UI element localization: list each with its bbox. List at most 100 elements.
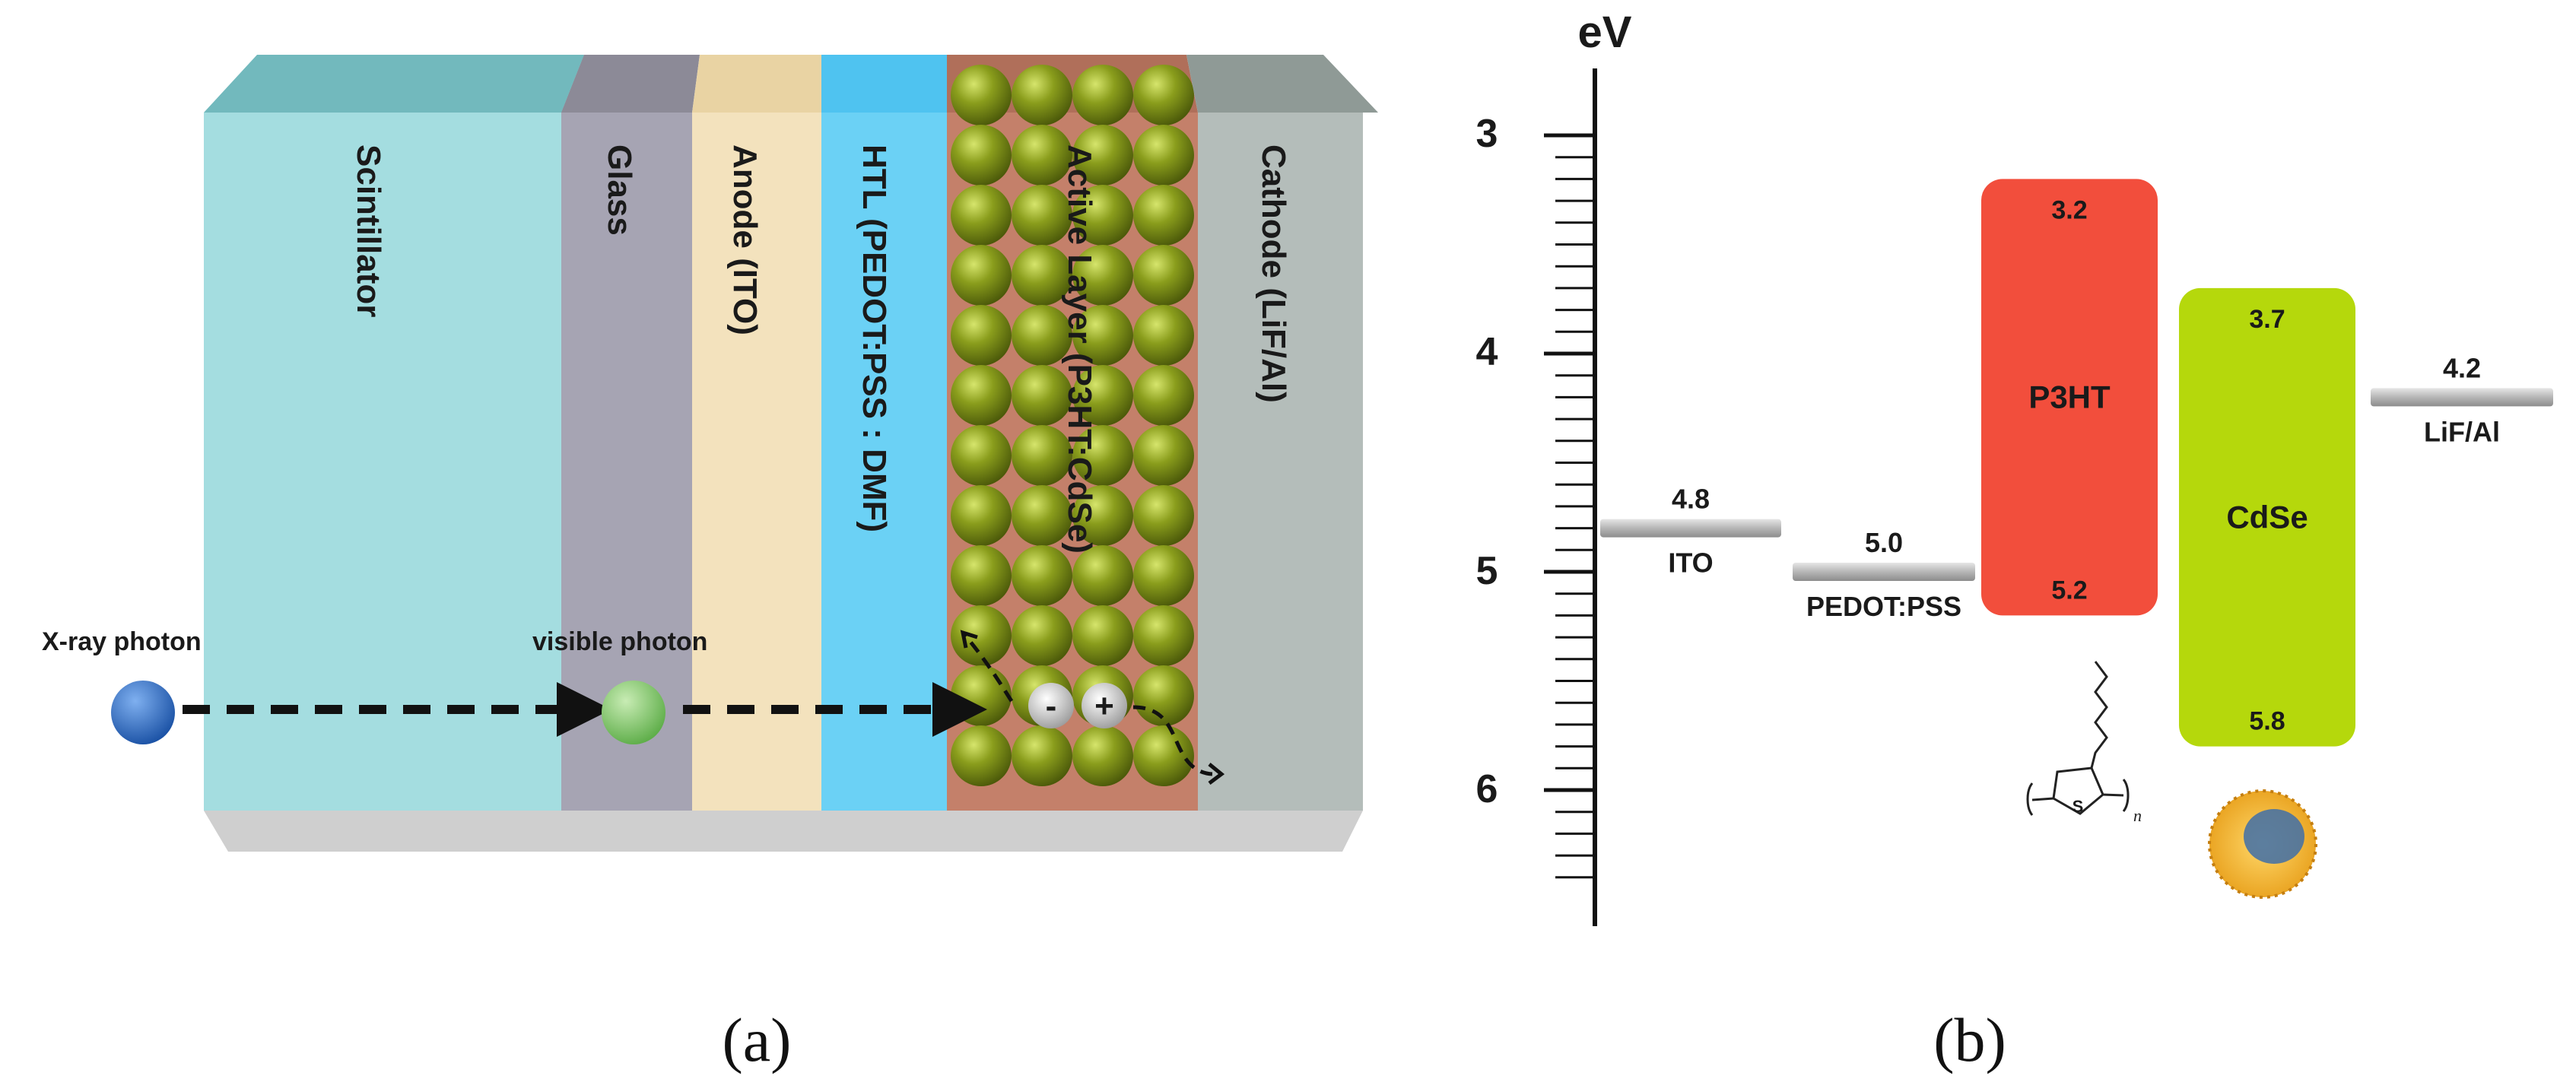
nanoparticle-sphere xyxy=(1133,725,1194,786)
nanoparticle-sphere xyxy=(1133,365,1194,426)
p3ht-band xyxy=(1981,179,2158,616)
nanoparticle-sphere xyxy=(1133,665,1194,726)
lif-level-bar xyxy=(2371,388,2553,407)
nanoparticle-sphere xyxy=(1072,605,1133,666)
pedot-level-value: 5.0 xyxy=(1865,527,1903,558)
layer-cathode xyxy=(1186,55,1378,811)
nanoparticle-sphere xyxy=(1133,605,1194,666)
nanoparticle-sphere xyxy=(1012,605,1072,666)
device-base-shadow xyxy=(204,811,1363,852)
nanoparticle-sphere xyxy=(1072,305,1133,366)
axis-tick-label-5: 5 xyxy=(1476,549,1498,593)
lif-level-name: LiF/Al xyxy=(2424,416,2500,447)
nanoparticle-sphere xyxy=(951,665,1012,726)
nanoparticle-sphere xyxy=(951,725,1012,786)
nanoparticle-sphere xyxy=(1072,545,1133,606)
nanoparticle-sphere xyxy=(951,125,1012,186)
cdse-lumo-value: 3.7 xyxy=(2249,305,2285,334)
axis-unit-label: eV xyxy=(1578,8,1632,57)
p3ht-structure-subscript: n xyxy=(2133,806,2142,825)
cdse-band xyxy=(2179,287,2355,747)
nanoparticle-sphere xyxy=(1072,65,1133,125)
ito-level-name: ITO xyxy=(1668,547,1713,579)
cdse-name: CdSe xyxy=(2226,499,2308,535)
nanoparticle-sphere xyxy=(1072,485,1133,546)
electron-charge-sign: - xyxy=(1046,687,1057,725)
nanoparticle-sphere xyxy=(1072,185,1133,246)
nanoparticle-sphere xyxy=(1012,725,1072,786)
layer-label-cathode: Cathode (LiF/Al) xyxy=(1255,144,1292,403)
nanoparticle-sphere xyxy=(1012,485,1072,546)
nanoparticle-sphere xyxy=(1133,245,1194,306)
energy-level-diagram: eV 3 4 5 6 4.8 ITO 5.0 PEDOT:PSS 4.2 LiF… xyxy=(1476,8,2553,1074)
axis-ticks xyxy=(1544,133,1595,879)
p3ht-lumo-value: 3.2 xyxy=(2051,195,2087,224)
hole-charge xyxy=(1082,683,1127,728)
nanoparticle-sphere xyxy=(951,245,1012,306)
nanoparticle-sphere xyxy=(1133,185,1194,246)
layer-label-active: Active Layer (P3HT:CdSe) xyxy=(1061,144,1098,554)
nanoparticle-sphere xyxy=(951,305,1012,366)
nanoparticle-sphere xyxy=(1012,545,1072,606)
nanoparticle-sphere xyxy=(1072,245,1133,306)
nanoparticle-sphere xyxy=(1012,245,1072,306)
nanoparticle-sphere xyxy=(1012,425,1072,486)
electron-charge xyxy=(1028,683,1074,728)
nanoparticle-sphere xyxy=(1072,365,1133,426)
xray-photon xyxy=(111,681,175,744)
layer-label-scintillator: Scintillator xyxy=(350,144,387,317)
layer-scintillator xyxy=(204,55,584,811)
nanoparticle-sphere xyxy=(951,545,1012,606)
nanoparticle-sphere xyxy=(1072,425,1133,486)
layer-active xyxy=(947,55,1198,811)
device-diagram: Scintillator Glass Anode (ITO) HTL (PEDO… xyxy=(42,55,1378,1074)
p3ht-name: P3HT xyxy=(2028,379,2111,414)
layer-anode xyxy=(692,55,821,811)
hole-charge-sign: + xyxy=(1094,687,1114,725)
nanoparticle-sphere xyxy=(1012,365,1072,426)
layer-label-anode: Anode (ITO) xyxy=(726,144,764,335)
layer-label-glass: Glass xyxy=(601,144,638,236)
nanoparticle-sphere xyxy=(1133,425,1194,486)
layer-label-htl: HTL (PEDOT:PSS : DMF) xyxy=(856,144,893,532)
pedot-level-bar xyxy=(1793,563,1975,581)
nanoparticle-sphere xyxy=(951,65,1012,125)
nanoparticle-sphere xyxy=(1072,725,1133,786)
hole-path xyxy=(961,631,1014,703)
nanoparticle-sphere xyxy=(1133,125,1194,186)
nanoparticle-sphere xyxy=(951,365,1012,426)
ito-level-bar xyxy=(1600,519,1781,538)
nanoparticle-sphere xyxy=(1133,65,1194,125)
ito-level-value: 4.8 xyxy=(1672,484,1710,515)
axis-tick-label-4: 4 xyxy=(1476,330,1498,374)
nanoparticle-sphere xyxy=(1012,125,1072,186)
panel-b-label: (b) xyxy=(1933,1005,2006,1074)
p3ht-structure-sulfur: S xyxy=(2073,797,2084,816)
nanoparticle-sphere xyxy=(951,485,1012,546)
p3ht-structure-icon xyxy=(2026,661,2130,816)
nanoparticle-sphere xyxy=(1012,305,1072,366)
electron-path xyxy=(1132,705,1221,776)
cdse-homo-value: 5.8 xyxy=(2249,707,2285,736)
cdse-nanocrystal-icon xyxy=(2208,789,2317,899)
nanoparticle-sphere xyxy=(951,425,1012,486)
hole-path-head xyxy=(960,630,978,649)
visible-photon xyxy=(602,681,665,744)
panel-a-label: (a) xyxy=(722,1005,791,1074)
axis-tick-label-6: 6 xyxy=(1476,767,1498,811)
nanoparticle-sphere xyxy=(1012,185,1072,246)
nanoparticle-sphere xyxy=(1133,485,1194,546)
p3ht-homo-value: 5.2 xyxy=(2051,576,2087,605)
lif-level-value: 4.2 xyxy=(2443,352,2481,383)
nanoparticle-sphere xyxy=(1072,125,1133,186)
layer-htl xyxy=(821,55,947,811)
nanoparticle-sphere xyxy=(951,605,1012,666)
nanoparticle-sphere xyxy=(1012,65,1072,125)
pedot-level-name: PEDOT:PSS xyxy=(1806,591,1961,622)
nanoparticle-sphere xyxy=(951,185,1012,246)
nanoparticle-sphere xyxy=(1133,545,1194,606)
axis-tick-label-3: 3 xyxy=(1476,112,1498,156)
electron-path-head xyxy=(1208,763,1225,785)
xray-photon-label: X-ray photon xyxy=(42,627,202,656)
